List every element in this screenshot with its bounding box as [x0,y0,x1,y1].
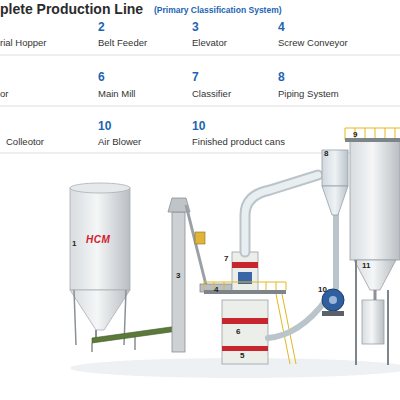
part-name: rial Hopper [0,38,46,48]
silo-leg [74,290,76,345]
product-can [362,300,384,344]
main-duct-highlight [245,175,318,252]
belt-feeder [92,326,178,352]
part-number: 3 [192,21,199,34]
finished-product-cans [362,290,384,344]
support-column [355,260,357,365]
bucket-elevator [168,198,206,352]
mill-band [222,318,268,324]
part-number: 6 [98,71,105,84]
blower-duct [333,215,339,288]
silo-cone [70,290,130,330]
classifier-body [232,252,258,292]
callout-number: 9 [353,131,357,140]
callout-number: 4 [214,286,218,295]
belt-leg [135,337,136,350]
mill-band [222,346,268,351]
part-name: Colleotor [6,137,44,147]
callout-number: 11 [362,262,370,271]
callout-number: 8 [324,150,328,159]
part-name: Elevator [192,38,227,48]
main-duct [245,175,318,252]
filter-body [350,140,400,260]
part-name: Finished product cans [192,137,285,147]
part-name: or [0,89,8,99]
divider-line [0,106,400,107]
brand-logo: HCM [86,234,110,245]
part-name: Belt Feeder [98,38,147,48]
filter-hopper [354,260,396,290]
callout-number: 7 [224,255,228,264]
table-dividers [0,55,400,153]
part-name: Air Blower [98,137,141,147]
classifier-band [232,262,258,268]
part-number: 10 [192,120,205,133]
elevator-casing [172,212,185,352]
silo-body [70,188,130,290]
part-number: 2 [98,21,105,34]
divider-line [0,55,400,56]
subtitle: (Primary Classification System) [154,6,282,15]
raw-material-silo [70,183,130,345]
cyclone-body [322,150,348,186]
part-name: Screw Conveyor [278,38,348,48]
callout-number: 3 [176,272,180,281]
part-number: 8 [278,71,285,84]
callout-number: 6 [236,328,240,337]
return-duct [268,300,326,338]
blower-hub [329,296,337,304]
belt-leg [92,343,93,352]
callout-number: 1 [72,240,76,249]
support-column [387,290,389,365]
part-number: 10 [98,120,111,133]
part-name: Classifier [192,89,231,99]
silo-cap [70,183,130,193]
part-name: Main Mill [98,89,135,99]
bag-filter-tower [345,128,400,365]
part-name: Piping System [278,89,339,99]
product-chute [374,290,377,300]
small-hopper [195,232,205,244]
blower-base [322,311,344,316]
callout-number: 10 [318,286,327,295]
part-number: 7 [192,71,199,84]
cyclone-cone [322,186,348,215]
vertical-roller-mill [204,252,296,364]
cyclone-collector [322,150,348,215]
part-number: 4 [278,21,285,34]
elevator-chute [186,205,206,285]
diagram-title: plete Production Line [0,2,143,17]
callout-number: 5 [240,352,244,361]
mill-body [222,300,268,364]
